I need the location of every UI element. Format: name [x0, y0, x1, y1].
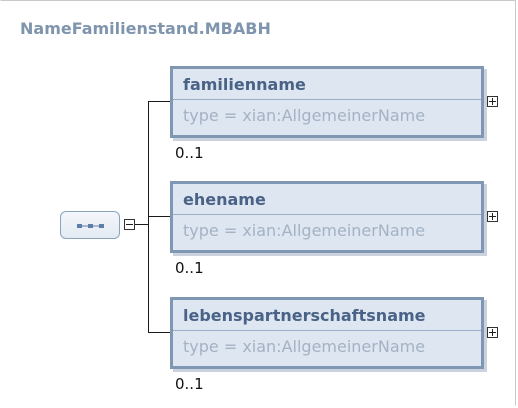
element-name: ehename: [183, 190, 266, 209]
element-separator: [173, 330, 481, 331]
element-type: type = xian:AllgemeinerName: [183, 106, 426, 125]
sequence-compositor-icon: [77, 224, 104, 228]
connector-line: [135, 224, 148, 225]
cardinality-label: 0..1: [175, 259, 204, 277]
cardinality-label: 0..1: [175, 144, 204, 162]
expand-icon[interactable]: [487, 96, 498, 107]
connector-line: [148, 101, 149, 333]
element-name: familienname: [183, 75, 306, 94]
element-separator: [173, 99, 481, 100]
collapse-icon[interactable]: [124, 219, 135, 230]
element-name: lebenspartnerschaftsname: [183, 306, 426, 325]
expand-icon[interactable]: [487, 327, 498, 338]
cardinality-label: 0..1: [175, 375, 204, 393]
element-box-familienname[interactable]: familienname type = xian:AllgemeinerName: [170, 66, 484, 138]
element-type: type = xian:AllgemeinerName: [183, 337, 426, 356]
element-box-lebenspartnerschaftsname[interactable]: lebenspartnerschaftsname type = xian:All…: [170, 297, 484, 369]
connector-line: [148, 332, 170, 333]
sequence-compositor[interactable]: [60, 211, 120, 239]
element-box-ehename[interactable]: ehename type = xian:AllgemeinerName: [170, 181, 484, 253]
diagram-title: NameFamilienstand.MBABH: [20, 19, 271, 38]
element-separator: [173, 214, 481, 215]
connector-line: [148, 216, 170, 217]
connector-line: [148, 101, 170, 102]
element-type: type = xian:AllgemeinerName: [183, 221, 426, 240]
expand-icon[interactable]: [487, 211, 498, 222]
